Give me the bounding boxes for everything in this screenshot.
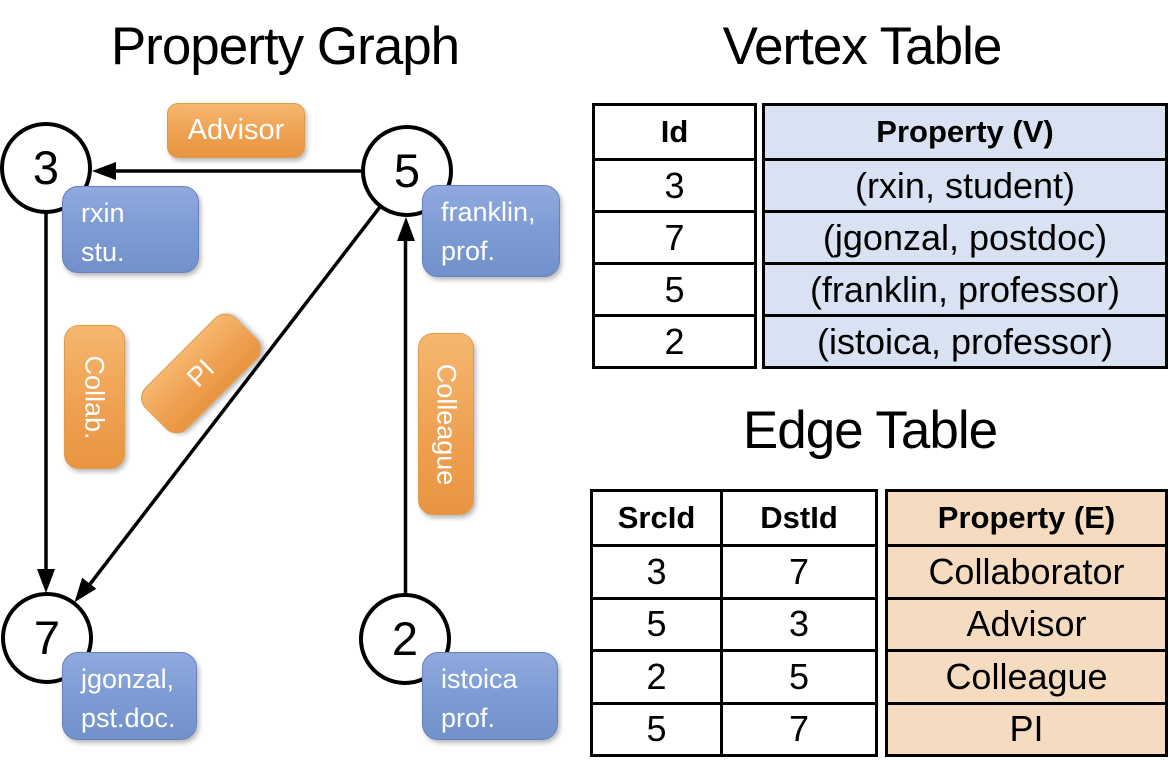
table-cell: (istoica, professor) xyxy=(765,314,1165,366)
edge-table-title: Edge Table xyxy=(742,401,998,460)
table-cell: (franklin, professor) xyxy=(765,262,1165,314)
table-cell: 7 xyxy=(595,210,754,262)
table-cell: 3 xyxy=(723,596,875,649)
table-cell: 5 xyxy=(723,649,875,701)
vertex-table-property-column: Property (V) (rxin, student) (jgonzal, p… xyxy=(762,103,1168,369)
edge-table-id-columns: SrcId DstId 3 7 5 3 2 5 5 7 xyxy=(590,489,878,757)
edge-pi-5-to-7 xyxy=(85,201,385,590)
vertex-table-id-header: Id xyxy=(660,114,689,149)
vertex-table-property-header: Property (V) xyxy=(876,114,1054,149)
node-label-3: 3 xyxy=(32,141,60,194)
table-cell: 5 xyxy=(593,701,723,754)
table-cell: 7 xyxy=(723,701,875,754)
edge-table-property-column: Property (E) Collaborator Advisor Collea… xyxy=(885,489,1168,757)
edge-table-src-header: SrcId xyxy=(593,492,723,545)
arrowhead-into-3 xyxy=(92,162,116,180)
arrowhead-into-7-from-5 xyxy=(74,577,97,603)
table-cell: Colleague xyxy=(888,649,1165,701)
table-cell: 3 xyxy=(593,544,723,597)
arrowhead-into-5-from-2 xyxy=(397,217,415,241)
table-cell: 7 xyxy=(723,544,875,596)
table-cell: Advisor xyxy=(888,596,1165,649)
table-cell: 2 xyxy=(595,314,754,366)
vertex-table-id-column: Id 3 7 5 2 xyxy=(592,103,757,369)
node-label-2: 2 xyxy=(391,612,419,665)
table-cell: 2 xyxy=(593,649,723,702)
arrowhead-into-7-from-3 xyxy=(37,569,55,593)
vertex-box-rxin: rxin stu. xyxy=(62,186,199,273)
table-cell: (rxin, student) xyxy=(765,158,1165,210)
vertex-box-jgonzal: jgonzal, pst.doc. xyxy=(62,652,197,740)
table-cell: PI xyxy=(888,701,1165,754)
table-cell: 5 xyxy=(593,596,723,650)
table-cell: 5 xyxy=(595,262,754,314)
vertex-box-franklin: franklin, prof. xyxy=(422,185,560,277)
node-label-7: 7 xyxy=(33,611,61,664)
edge-table-property-header: Property (E) xyxy=(937,500,1116,536)
table-cell: 3 xyxy=(595,158,754,210)
table-cell: Collaborator xyxy=(888,544,1165,596)
property-graph-title: Property Graph xyxy=(110,17,460,76)
edge-label-collab: Collab. xyxy=(64,325,125,469)
vertex-box-istoica: istoica prof. xyxy=(422,652,558,740)
node-label-5: 5 xyxy=(393,144,421,197)
table-cell: (jgonzal, postdoc) xyxy=(765,210,1165,262)
vertex-table-title: Vertex Table xyxy=(722,17,1003,76)
edge-label-advisor: Advisor xyxy=(167,103,305,158)
edge-table-dst-header: DstId xyxy=(760,500,838,536)
edge-label-colleague: Colleague xyxy=(418,333,474,515)
